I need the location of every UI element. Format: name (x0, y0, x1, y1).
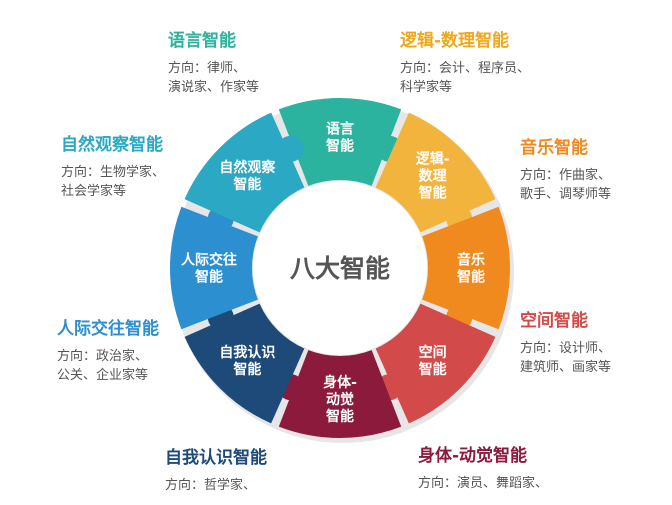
label-desc: 方向：会计、程序员、 科学家等 (400, 61, 531, 95)
segment-text: 逻辑-数理智能 (416, 150, 450, 201)
segment-music (422, 206, 510, 330)
label-language: 语言智能 方向：律师、 演说家、作家等 (168, 30, 259, 97)
label-title: 语言智能 (168, 31, 236, 51)
label-title: 音乐智能 (520, 138, 588, 158)
segment-interpersonal (170, 206, 258, 330)
label-logic: 逻辑-数理智能 方向：会计、程序员、 科学家等 (400, 30, 530, 97)
label-music: 音乐智能 方向：作曲家、 歌手、调琴师等 (520, 137, 611, 204)
segment-text: 自然观察智能 (219, 159, 276, 193)
segment-text: 空间智能 (418, 344, 447, 378)
label-desc: 方向：作曲家、 歌手、调琴师等 (520, 168, 612, 202)
segment-spatial (375, 303, 496, 424)
label-desc: 方向：律师、 演说家、作家等 (168, 61, 260, 95)
segment-text: 人际交往智能 (181, 252, 237, 286)
label-title: 逻辑-数理智能 (400, 31, 510, 51)
center-hub (253, 181, 427, 355)
segment-naturalist (184, 112, 305, 233)
label-bodily: 身体-动觉智能 方向：演员、舞蹈家、 (418, 445, 548, 493)
label-desc: 方向：政治家、 公关、企业家等 (57, 349, 149, 383)
segment-text: 身体-动觉智能 (323, 374, 357, 425)
label-interpersonal: 人际交往智能 方向：政治家、 公关、企业家等 (57, 318, 159, 385)
label-title: 自然观察智能 (61, 135, 163, 155)
label-intrapersonal: 自我认识智能 方向：哲学家、 (165, 447, 267, 495)
label-spatial: 空间智能 方向：设计师、 建筑师、画家等 (520, 310, 611, 377)
center-title: 八大智能 (290, 254, 390, 283)
segment-text: 音乐智能 (456, 252, 485, 286)
label-desc: 方向：设计师、 建筑师、画家等 (520, 341, 612, 375)
label-desc: 方向：生物学家、 社会学家等 (61, 165, 166, 199)
label-title: 身体-动觉智能 (418, 446, 528, 466)
label-desc: 方向：哲学家、 (165, 478, 257, 493)
label-title: 人际交往智能 (57, 319, 159, 339)
segment-bodily (278, 350, 402, 438)
label-title: 自我认识智能 (165, 448, 267, 468)
label-naturalist: 自然观察智能 方向：生物学家、 社会学家等 (61, 134, 165, 201)
label-title: 空间智能 (520, 311, 588, 331)
segment-logic (375, 112, 496, 233)
segment-text: 自我认识智能 (219, 344, 275, 378)
label-desc: 方向：演员、舞蹈家、 (418, 476, 549, 491)
segment-language (278, 98, 402, 186)
segment-intrapersonal (184, 303, 305, 424)
puzzle-tab (277, 135, 304, 162)
segment-text: 语言智能 (325, 121, 354, 155)
